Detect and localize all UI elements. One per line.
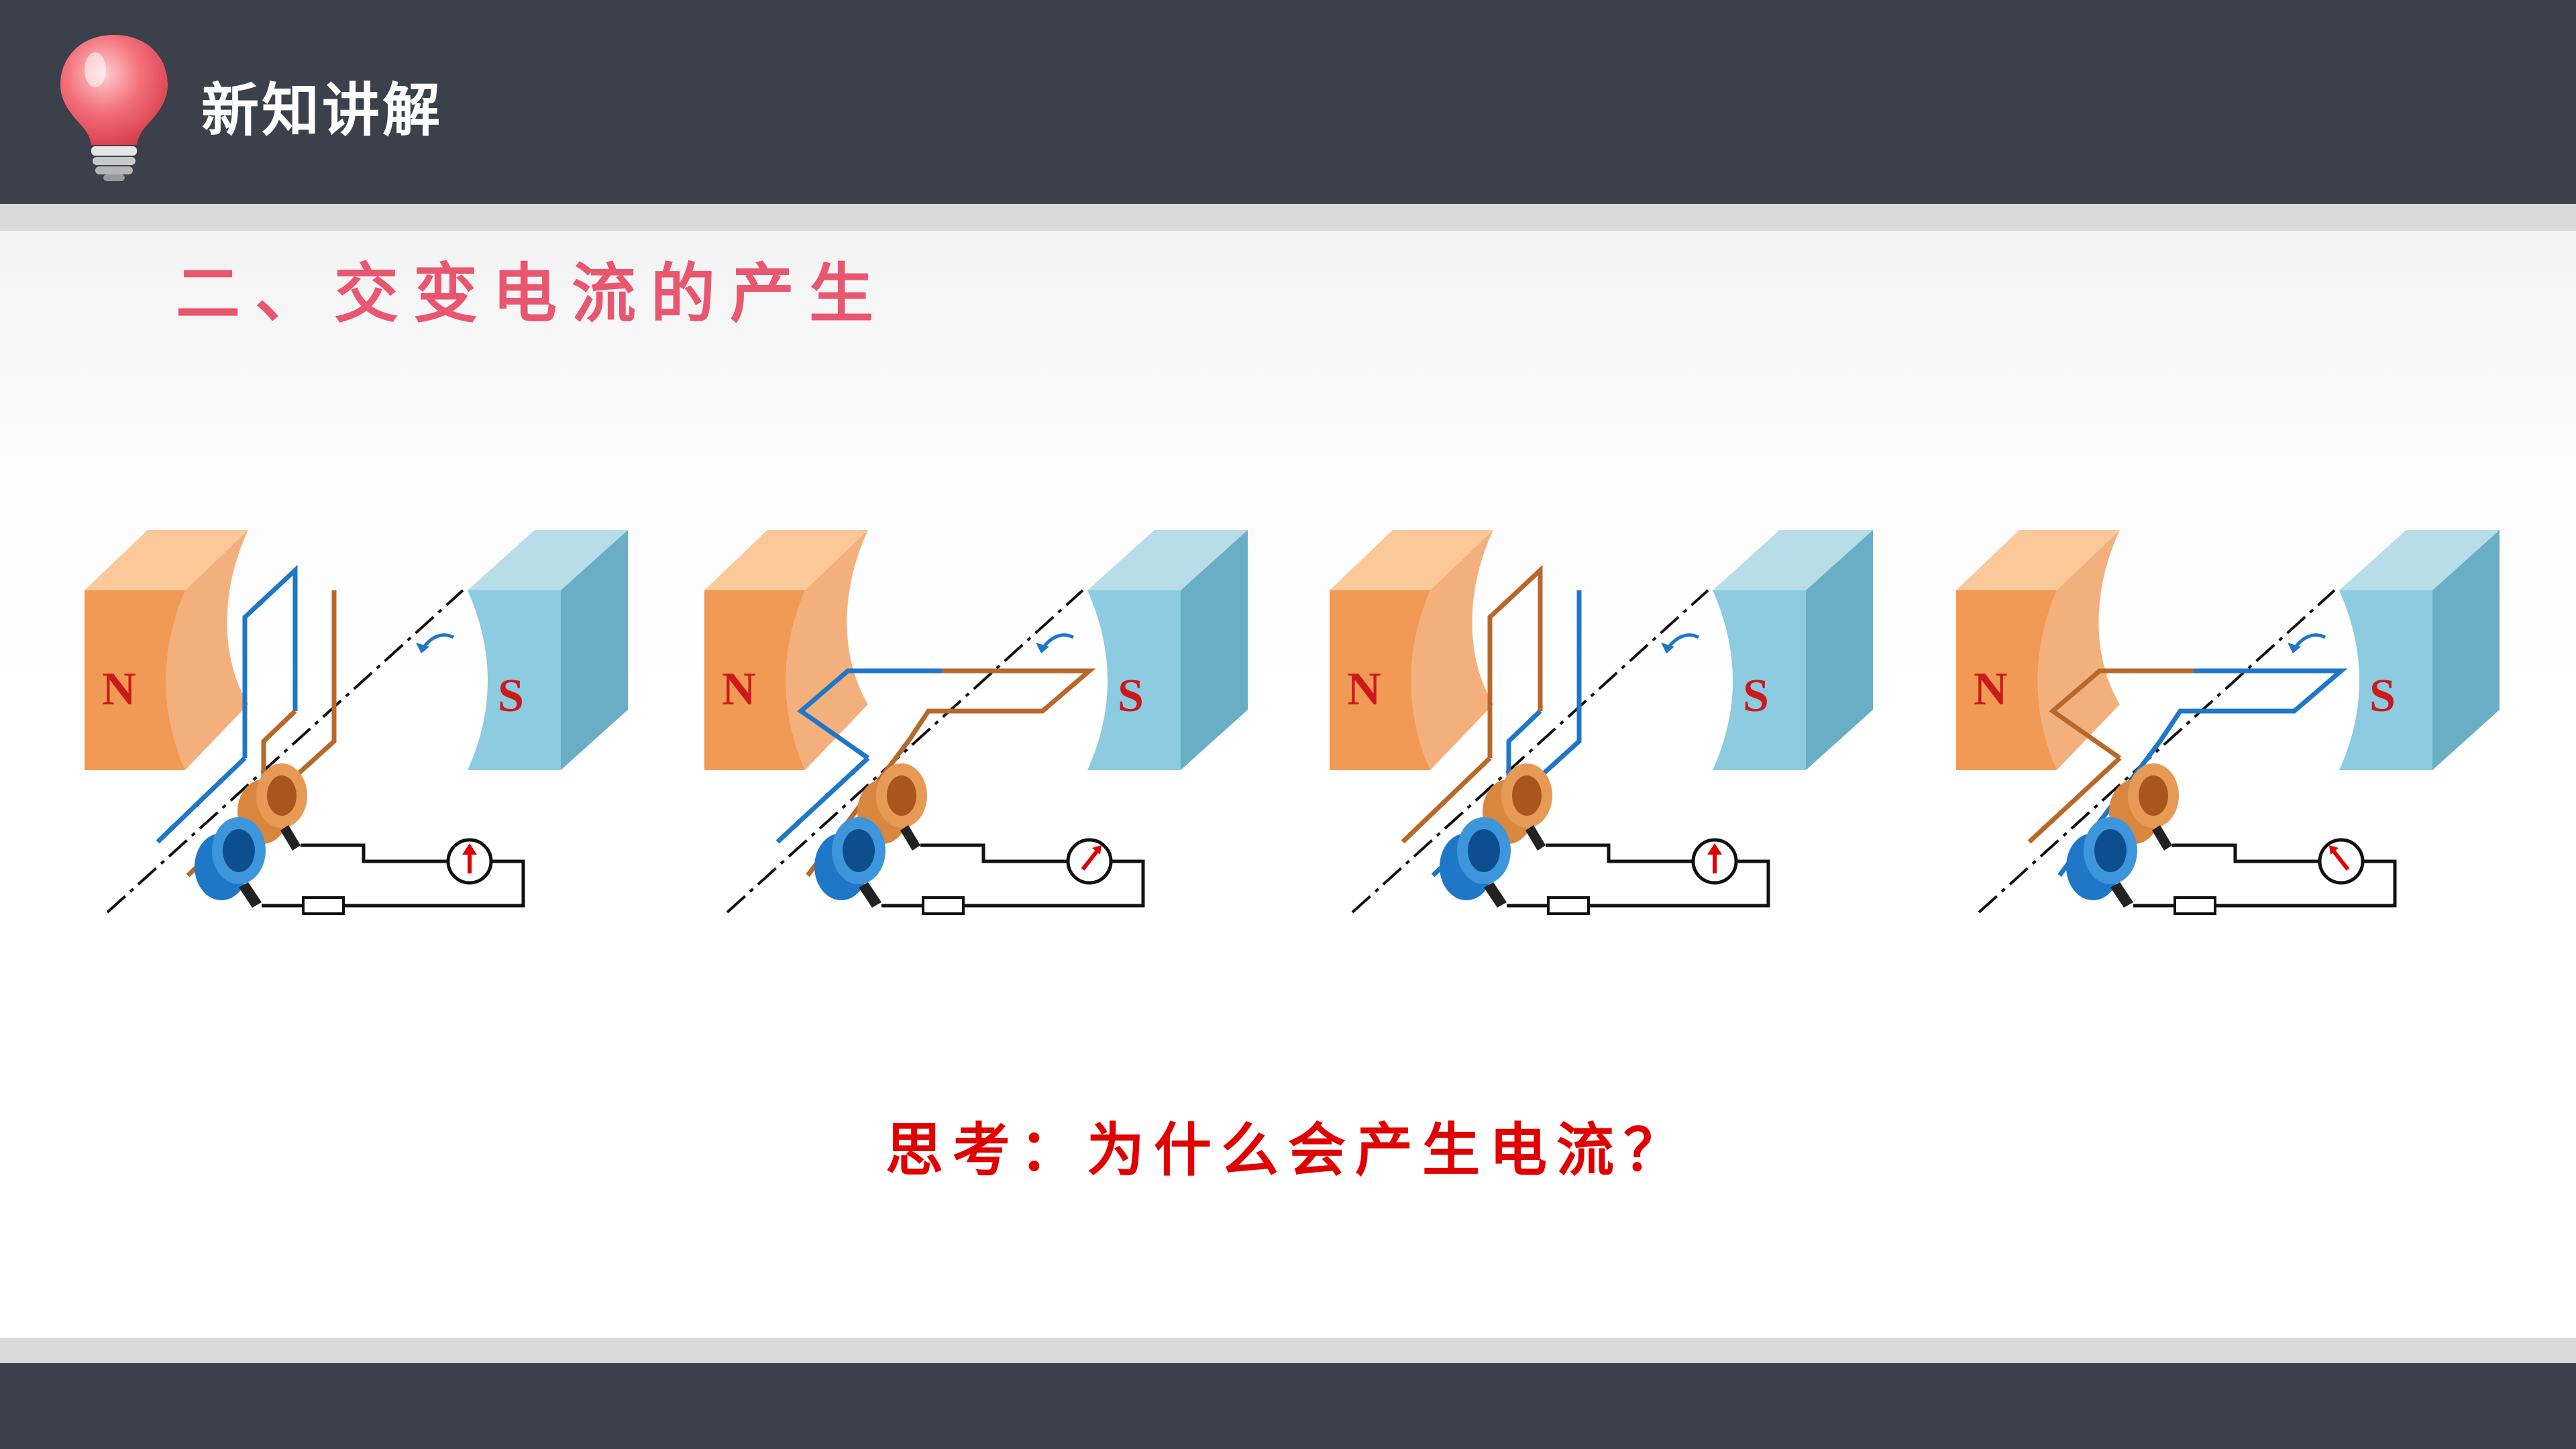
- north-magnet: [1330, 530, 1493, 770]
- brush-upper: [900, 825, 920, 851]
- generator-diagram-2: N S: [687, 510, 1264, 926]
- footer-bar: [0, 1363, 2576, 1449]
- north-pole-label: N: [722, 663, 756, 715]
- header-bar: [0, 0, 2576, 204]
- coil-brown-side: [1401, 564, 1543, 844]
- resistor: [922, 896, 965, 915]
- resistor: [302, 896, 345, 915]
- generator-diagram-1: N S: [67, 510, 644, 926]
- external-circuit: [2133, 843, 2397, 908]
- coil-blue-side: [775, 668, 942, 844]
- north-pole-label: N: [1974, 663, 2008, 715]
- slip-ring-blue: [1440, 817, 1511, 900]
- rotation-axis: [1351, 589, 1709, 914]
- diagram-svg-4: N S: [1956, 530, 2500, 915]
- slip-ring-blue: [814, 817, 885, 900]
- coil-brown-side: [2027, 668, 2194, 844]
- rotation-axis: [726, 589, 1084, 914]
- question-text: 思考：为什么会产生电流？: [885, 1116, 1690, 1184]
- slip-ring-blue: [195, 817, 266, 900]
- slip-ring-blue: [2066, 817, 2137, 900]
- brush-upper: [280, 825, 301, 851]
- brush-lower: [239, 882, 262, 908]
- rotation-axis: [1978, 589, 2336, 914]
- brush-lower: [859, 882, 881, 908]
- south-pole-label: S: [498, 670, 524, 722]
- resistor: [1547, 896, 1590, 915]
- south-magnet: [1713, 530, 1873, 770]
- header-title: 新知讲解: [201, 76, 443, 144]
- footer-divider: [0, 1338, 2576, 1363]
- generator-diagram-4: N S: [1939, 510, 2516, 926]
- diagram-svg-1: N S: [85, 530, 628, 915]
- north-magnet: [85, 530, 248, 770]
- south-pole-label: S: [2369, 670, 2396, 722]
- brush-lower: [2110, 882, 2133, 908]
- coil-blue-side: [156, 564, 298, 844]
- north-magnet: [1956, 530, 2120, 770]
- meter-needle: [2331, 849, 2350, 871]
- lightbulb-icon: [60, 35, 168, 181]
- north-pole-label: N: [102, 663, 136, 715]
- brush-lower: [1484, 882, 1507, 908]
- south-magnet: [2339, 530, 2500, 770]
- diagram-svg-2: N S: [704, 530, 1248, 915]
- brush-upper: [2152, 825, 2172, 851]
- rotation-axis: [106, 589, 464, 914]
- south-magnet: [468, 530, 628, 770]
- resistor: [2174, 896, 2216, 915]
- external-circuit: [1507, 843, 1770, 908]
- brush-upper: [1525, 825, 1546, 851]
- south-pole-label: S: [1118, 670, 1144, 722]
- generator-diagram-3: N S: [1312, 510, 1889, 926]
- header-divider: [0, 204, 2576, 231]
- section-title: 二、交变电流的产生: [176, 256, 888, 331]
- external-circuit: [881, 843, 1145, 908]
- diagram-svg-3: N S: [1330, 530, 1873, 915]
- north-pole-label: N: [1347, 663, 1381, 715]
- external-circuit: [262, 843, 525, 908]
- south-magnet: [1087, 530, 1248, 770]
- meter-needle: [1081, 849, 1099, 871]
- south-pole-label: S: [1743, 670, 1769, 722]
- north-magnet: [704, 530, 868, 770]
